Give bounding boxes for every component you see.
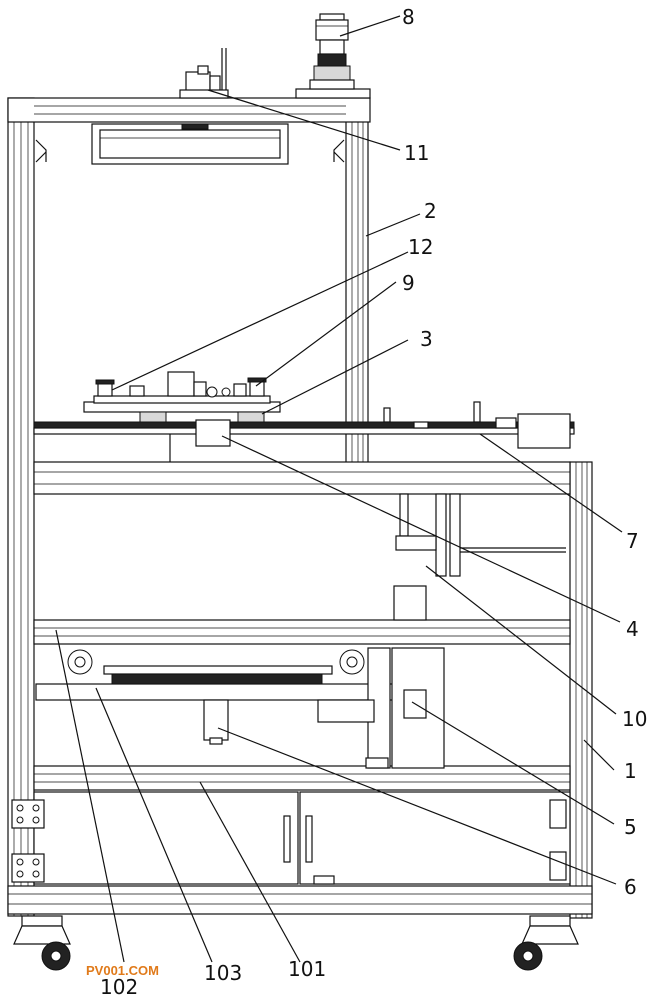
camera-8 [309,13,355,90]
label-6: 6 [624,875,637,899]
label-11: 11 [404,141,429,165]
label-102: 102 [100,975,138,999]
lower-frame [7,461,593,919]
middle-mechanism [393,493,566,621]
label-1: 1 [624,759,637,783]
watermark: PV001.COM [86,963,159,978]
top-mechanism [179,48,229,99]
label-8: 8 [402,5,415,29]
leader-lines [55,15,623,963]
reference-labels: 8 11 2 12 9 3 7 4 10 1 5 6 101 103 102 [100,5,647,999]
label-3: 3 [420,327,433,351]
label-4: 4 [626,617,639,641]
label-10: 10 [622,707,647,731]
upper-frame [7,88,371,917]
casters [13,915,579,971]
lower-mechanism [35,647,445,769]
label-5: 5 [624,815,637,839]
platform-assembly [33,371,575,462]
label-9: 9 [402,271,415,295]
label-2: 2 [424,199,437,223]
label-12: 12 [408,235,433,259]
label-7: 7 [626,529,639,553]
label-103: 103 [204,961,242,985]
light-unit [91,123,289,165]
label-101: 101 [288,957,326,981]
